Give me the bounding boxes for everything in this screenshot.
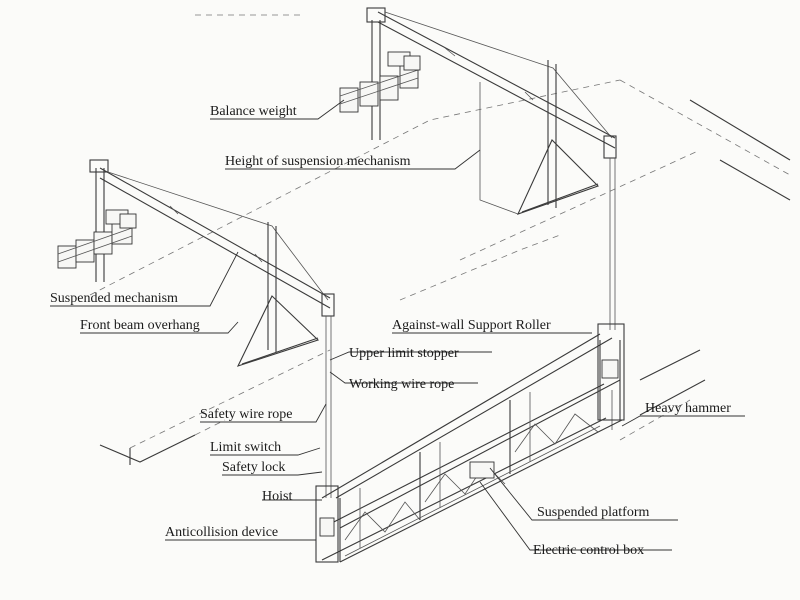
label-safety-wire-rope: Safety wire rope — [200, 407, 293, 422]
labels: Balance weight Height of suspension mech… — [50, 104, 731, 558]
label-working-wire-rope: Working wire rope — [349, 377, 454, 392]
label-safety-lock: Safety lock — [222, 460, 285, 475]
label-upper-limit-stopper: Upper limit stopper — [349, 346, 459, 361]
rear-suspension-mechanism — [339, 7, 617, 215]
label-electric-control-box: Electric control box — [533, 543, 644, 558]
label-limit-switch: Limit switch — [210, 440, 281, 455]
label-hoist: Hoist — [262, 489, 292, 504]
building-outline — [89, 14, 791, 465]
wire-ropes — [325, 158, 616, 498]
label-anticollision-device: Anticollision device — [165, 525, 278, 540]
suspended-platform — [315, 323, 625, 563]
label-front-beam-overhang: Front beam overhang — [80, 318, 200, 333]
label-suspended-mechanism: Suspended mechanism — [50, 291, 178, 306]
leader-lines — [50, 99, 745, 551]
label-against-wall-support-roller: Against-wall Support Roller — [392, 318, 551, 333]
label-height-of-suspension-mechanism: Height of suspension mechanism — [225, 154, 411, 169]
label-suspended-platform: Suspended platform — [537, 505, 649, 520]
front-suspension-mechanism — [57, 159, 335, 367]
label-balance-weight: Balance weight — [210, 104, 297, 119]
label-heavy-hammer: Heavy hammer — [645, 401, 731, 416]
